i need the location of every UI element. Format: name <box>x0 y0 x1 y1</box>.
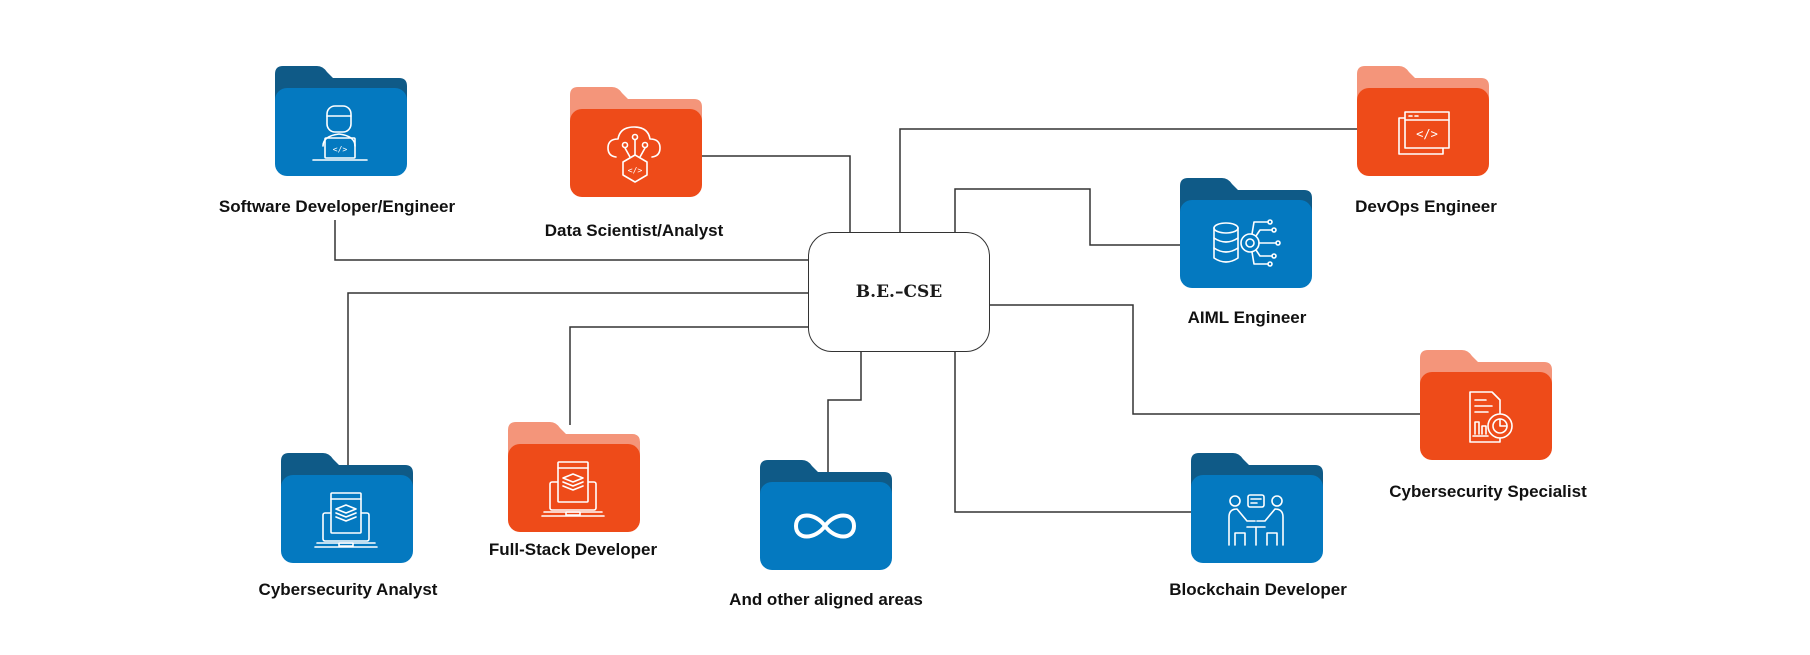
career-label-cybersecurity-specialist: Cybersecurity Specialist <box>1389 482 1587 501</box>
connector-blockchain-developer <box>954 352 1191 513</box>
folder-blue <box>1180 178 1312 288</box>
career-label-devops-engineer: DevOps Engineer <box>1355 197 1497 216</box>
folder-orange <box>1420 350 1552 460</box>
folder-front <box>1420 372 1552 460</box>
connector-full-stack-developer <box>569 326 808 425</box>
connector-cybersecurity-specialist <box>990 304 1420 415</box>
hub-label: B.E.–CSE <box>855 282 943 302</box>
connector-data-scientist <box>700 155 851 232</box>
career-node-blockchain-developer <box>1191 453 1323 563</box>
folder-front <box>1191 475 1323 563</box>
folder-front <box>570 109 702 197</box>
laptop-layers-icon <box>541 461 605 517</box>
career-node-full-stack-developer <box>508 422 640 532</box>
infinity-icon <box>794 513 856 539</box>
report-chart-icon <box>1469 391 1513 443</box>
career-label-data-scientist: Data Scientist/Analyst <box>544 221 724 240</box>
career-node-software-developer: </> <box>275 66 407 176</box>
cloud-code-network-icon: </> <box>607 126 661 183</box>
career-node-data-scientist: </> <box>570 87 702 197</box>
career-label-aiml-engineer: AIML Engineer <box>1187 308 1307 327</box>
hub-node-be-cse: B.E.–CSE <box>808 232 990 352</box>
folder-orange: </> <box>1357 66 1489 176</box>
connector-other-areas <box>827 352 862 472</box>
svg-text:</>: </> <box>628 166 643 175</box>
database-gear-network-icon <box>1213 219 1281 267</box>
folder-blue <box>281 453 413 563</box>
career-label-blockchain-developer: Blockchain Developer <box>1169 580 1347 599</box>
career-label-cybersecurity-analyst: Cybersecurity Analyst <box>258 580 438 599</box>
career-node-other-areas <box>760 460 892 570</box>
developer-laptop-icon: </> <box>312 105 368 161</box>
browser-code-icon: </> <box>1398 111 1450 155</box>
career-node-aiml-engineer <box>1180 178 1312 288</box>
career-node-cybersecurity-specialist <box>1420 350 1552 460</box>
people-discussion-icon <box>1228 494 1284 546</box>
career-node-devops-engineer: </> <box>1357 66 1489 176</box>
connector-aiml-engineer <box>954 188 1180 246</box>
career-label-other-areas: And other aligned areas <box>729 590 923 609</box>
connector-devops-engineer <box>899 128 1360 232</box>
connector-software-developer <box>334 220 808 261</box>
folder-orange <box>508 422 640 532</box>
career-label-full-stack-developer: Full-Stack Developer <box>488 540 658 559</box>
laptop-layers-icon <box>314 492 378 548</box>
folder-blue <box>1191 453 1323 563</box>
folder-blue <box>760 460 892 570</box>
career-node-cybersecurity-analyst <box>281 453 413 563</box>
folder-orange: </> <box>570 87 702 197</box>
connector-cybersecurity-analyst <box>347 292 808 473</box>
folder-blue: </> <box>275 66 407 176</box>
svg-text:</>: </> <box>1416 127 1438 141</box>
career-label-software-developer: Software Developer/Engineer <box>218 197 456 216</box>
svg-text:</>: </> <box>333 145 348 154</box>
